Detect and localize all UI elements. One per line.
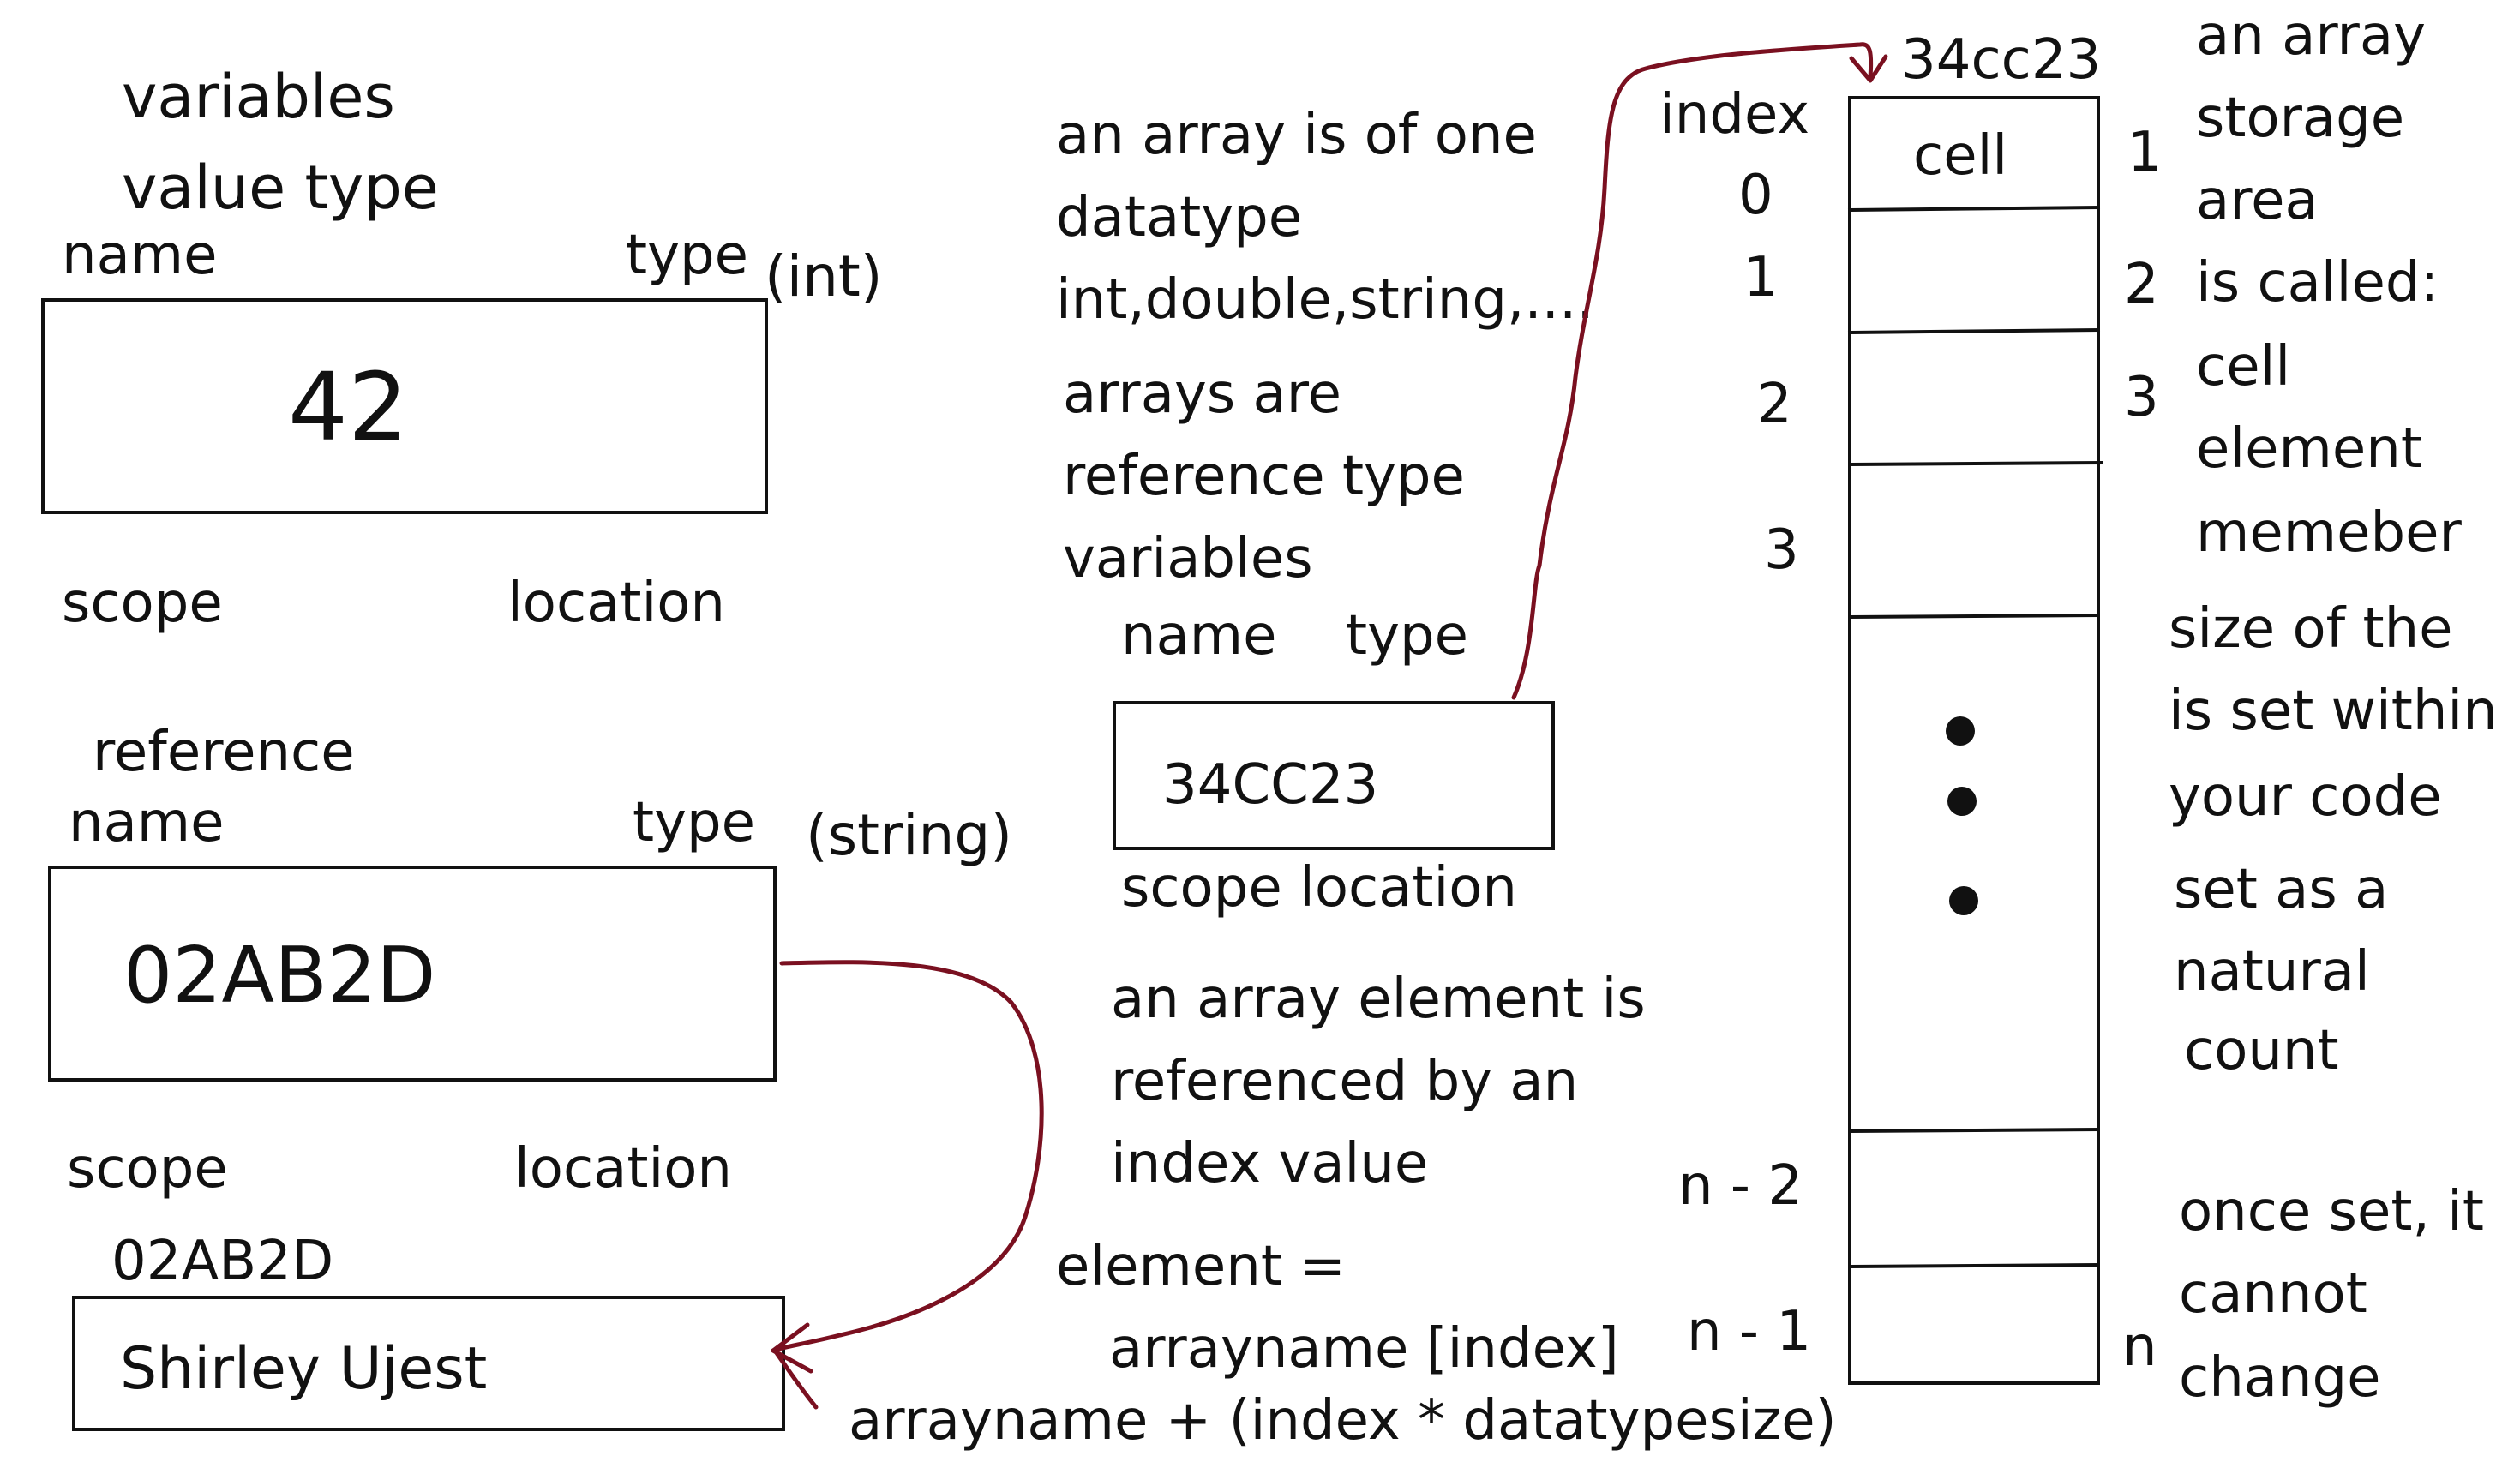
array-scope-location-label: scope location (1121, 856, 1517, 920)
count-2: 2 (2124, 253, 2159, 316)
count-3: 3 (2124, 366, 2159, 429)
count-n: n (2122, 1315, 2157, 1379)
value-scope-label: scope (62, 572, 223, 635)
storage-note-line-7: memeber (2196, 501, 2462, 565)
ellipsis-dot (1949, 886, 1978, 915)
reference-scope-label: scope (67, 1137, 228, 1201)
value-type-hint: (int) (765, 243, 883, 309)
index-3: 3 (1764, 518, 1799, 582)
value-type-title-2: value type (122, 153, 439, 223)
array-name-label: name (1121, 604, 1277, 668)
value-type-title-1: variables (122, 62, 395, 132)
array-type-label: type (1346, 604, 1468, 668)
array-reference-arrowhead (1849, 54, 1888, 83)
value-location-label: location (507, 572, 725, 635)
formula-line-2: arrayname [index] (1109, 1317, 1619, 1381)
index-0: 0 (1738, 164, 1773, 227)
reference-type-hint: (string) (806, 802, 1012, 868)
element-note-line-3: index value (1111, 1132, 1429, 1195)
change-note-line-3: change (2179, 1346, 2381, 1410)
change-note-line-2: cannot (2179, 1262, 2367, 1326)
storage-note-line-2: storage (2196, 87, 2405, 150)
reference-variable-box: 02AB2D (48, 866, 777, 1082)
index-1: 1 (1743, 246, 1779, 309)
reference-title: reference (93, 721, 355, 784)
count-note-line-2: natural (2174, 940, 2370, 1004)
storage-note-line-5: cell (2196, 335, 2291, 398)
cell-label: cell (1913, 124, 2008, 188)
reference-location-label: location (514, 1137, 732, 1201)
index-n-minus-2: n - 2 (1678, 1154, 1803, 1218)
change-note-line-1: once set, it (2179, 1180, 2484, 1243)
array-storage-block (1848, 96, 2100, 1385)
size-note-line-1: size of the (2169, 597, 2453, 661)
array-note-line-4: arrays are (1063, 363, 1341, 426)
array-note-line-6: variables (1063, 527, 1313, 590)
storage-note-line-6: element (2196, 417, 2422, 481)
ellipsis-dot (1947, 787, 1977, 816)
reference-name-label: name (69, 791, 225, 854)
size-note-line-3: your code (2169, 765, 2442, 829)
storage-note-line-1: an array (2196, 4, 2426, 68)
index-n-minus-1: n - 1 (1687, 1300, 1812, 1363)
size-note-line-2: is set within (2169, 680, 2498, 743)
storage-note-line-4: is called: (2196, 251, 2439, 315)
element-note-line-1: an array element is (1111, 968, 1646, 1031)
array-note-line-5: reference type (1063, 445, 1465, 508)
array-note-line-3: int,double,string,.... (1056, 268, 1594, 332)
ellipsis-dot (1946, 716, 1975, 746)
string-reference-arrow (771, 960, 1044, 1353)
reference-type-label: type (633, 791, 755, 854)
count-note-line-3: count (2184, 1019, 2339, 1082)
heap-string-box: Shirley Ujest (72, 1296, 785, 1431)
array-variable-box: 34CC23 (1113, 701, 1555, 850)
heap-address-label: 02AB2D (111, 1230, 334, 1293)
array-note-line-1: an array is of one (1056, 104, 1537, 167)
array-note-line-2: datatype (1056, 186, 1303, 249)
count-note-line-1: set as a (2174, 858, 2389, 921)
heap-string-value: Shirley Ujest (120, 1335, 488, 1403)
count-1: 1 (2127, 121, 2163, 184)
value-type-label: type (626, 224, 748, 287)
value-variable-box: 42 (41, 298, 768, 514)
index-2: 2 (1757, 373, 1792, 436)
storage-note-line-3: area (2196, 169, 2319, 232)
value-name-label: name (62, 224, 218, 287)
formula-line-1: element = (1056, 1235, 1346, 1298)
formula-line-3: arrayname + (index * datatypesize) (849, 1389, 1837, 1453)
value-variable-value: 42 (288, 352, 408, 462)
array-variable-value: 34CC23 (1162, 753, 1379, 817)
index-header: index (1659, 83, 1810, 147)
reference-variable-value: 02AB2D (123, 931, 436, 1021)
element-note-line-2: referenced by an (1111, 1050, 1579, 1113)
array-address-label: 34cc23 (1901, 28, 2102, 92)
